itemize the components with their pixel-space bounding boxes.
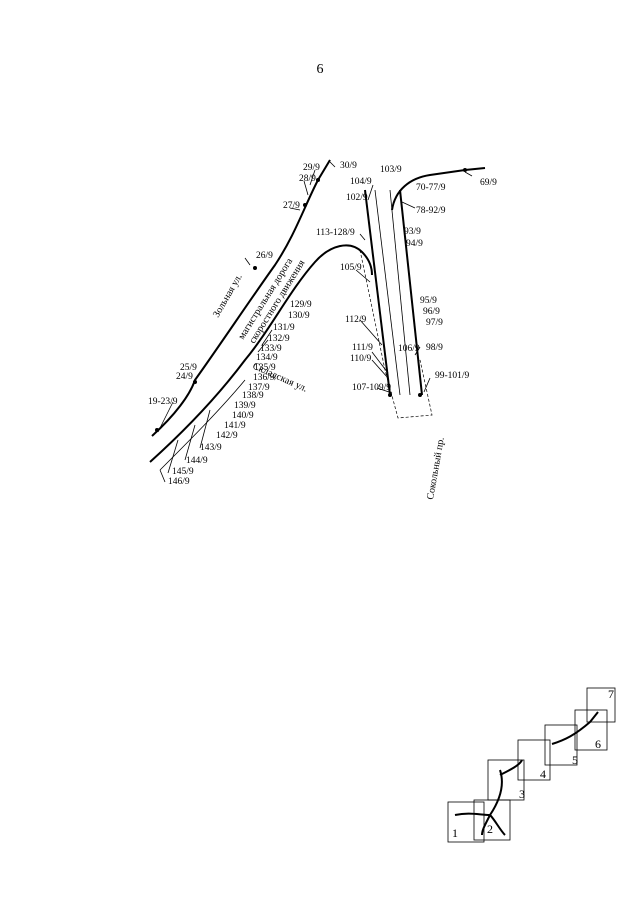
label-27: 27/9 xyxy=(283,201,300,211)
label-96: 96/9 xyxy=(423,307,440,317)
label-110: 110/9 xyxy=(350,354,372,364)
key-7: 7 xyxy=(608,687,614,701)
skladskaya-line xyxy=(159,379,246,471)
key-3: 3 xyxy=(519,787,525,801)
key-6: 6 xyxy=(595,737,601,751)
label-113-128: 113-128/9 xyxy=(316,228,355,238)
label-26: 26/9 xyxy=(256,251,273,261)
label-95: 95/9 xyxy=(420,296,437,306)
label-135: 135/9 xyxy=(254,363,276,373)
label-94: 94/9 xyxy=(406,239,423,249)
label-28: 28/9 xyxy=(299,174,316,184)
label-104: 104/9 xyxy=(350,177,372,187)
label-142: 142/9 xyxy=(216,431,238,441)
label-131: 131/9 xyxy=(273,323,295,333)
key-4: 4 xyxy=(540,767,546,781)
label-133: 133/9 xyxy=(260,344,282,354)
street-zolnaya: Зольная ул. xyxy=(211,272,245,319)
street-sokolny: Сокольный пр. xyxy=(425,436,447,500)
label-105: 105/9 xyxy=(340,263,362,273)
label-98: 98/9 xyxy=(426,343,443,353)
label-129: 129/9 xyxy=(290,300,312,310)
label-140: 140/9 xyxy=(232,411,254,421)
label-137: 137/9 xyxy=(248,383,270,393)
key-5: 5 xyxy=(572,753,578,767)
label-130: 130/9 xyxy=(288,311,310,321)
label-112: 112/9 xyxy=(345,315,367,325)
right-top-curve xyxy=(391,167,486,211)
label-99-101: 99-101/9 xyxy=(435,371,470,381)
label-138: 138/9 xyxy=(242,391,264,401)
label-106: 106/9 xyxy=(398,344,420,354)
label-25: 25/9 xyxy=(180,363,197,373)
label-97: 97/9 xyxy=(426,318,443,328)
key-1: 1 xyxy=(452,826,458,840)
label-136: 136/9 xyxy=(253,373,275,383)
label-24: 24/9 xyxy=(176,372,193,382)
label-132: 132/9 xyxy=(268,334,290,344)
label-29: 29/9 xyxy=(303,163,320,173)
label-146: 146/9 xyxy=(168,477,190,487)
label-111: 111/9 xyxy=(352,343,373,353)
label-30: 30/9 xyxy=(340,161,357,171)
highway-curve xyxy=(149,244,373,463)
page-number: 6 xyxy=(316,62,324,77)
track-left-outer xyxy=(364,189,391,396)
zolnaya-road-line xyxy=(151,159,331,437)
label-107-109: 107-109/9 xyxy=(352,383,391,393)
dashed-boundary xyxy=(359,249,433,419)
label-69: 69/9 xyxy=(480,178,497,188)
label-19-23: 19-23/9 xyxy=(148,397,178,407)
label-141: 141/9 xyxy=(224,421,246,431)
label-93: 93/9 xyxy=(404,227,421,237)
label-134: 134/9 xyxy=(256,353,278,363)
label-103: 103/9 xyxy=(380,165,402,175)
track-right-inner xyxy=(389,189,411,396)
station-markers xyxy=(155,168,467,432)
label-143: 143/9 xyxy=(200,443,222,453)
label-78-92: 78-92/9 xyxy=(416,206,446,216)
sheet-key-map: 1 2 3 4 5 6 7 xyxy=(447,687,616,843)
track-left-inner xyxy=(374,189,401,396)
label-102: 102/9 xyxy=(346,193,368,203)
label-139: 139/9 xyxy=(234,401,256,411)
label-144: 144/9 xyxy=(186,456,208,466)
label-70-77: 70-77/9 xyxy=(416,183,446,193)
track-right-outer xyxy=(399,189,423,396)
label-145: 145/9 xyxy=(172,467,194,477)
leader-lines xyxy=(157,161,473,483)
key-2: 2 xyxy=(487,822,493,836)
